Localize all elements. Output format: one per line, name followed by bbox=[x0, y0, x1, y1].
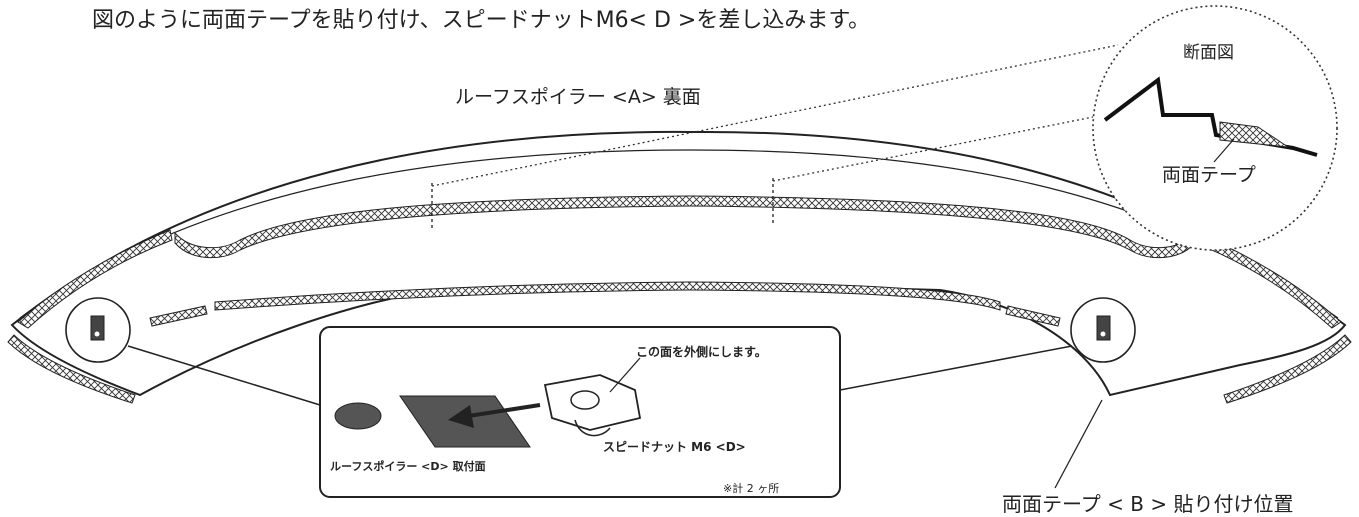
left-wing-tape bbox=[17, 229, 173, 329]
insert-arrow-line bbox=[461, 403, 541, 419]
left-mount-hole bbox=[94, 331, 100, 337]
outside-note: この面を外側にします。 bbox=[636, 345, 767, 359]
mount-surface-label: ルーフスポイラー <D> 取付面 bbox=[330, 460, 486, 473]
left-mount-nut bbox=[90, 315, 105, 341]
spoiler-outline bbox=[10, 130, 1347, 397]
section-leader-upper bbox=[431, 44, 1119, 187]
right-lower-tape bbox=[1223, 334, 1352, 404]
lower-right-tape-segment bbox=[1005, 305, 1061, 327]
section-tape-leader bbox=[1213, 138, 1235, 163]
tape-position-label: 両面テープ < B > 貼り付け位置 bbox=[1002, 492, 1294, 516]
detail-leader-right bbox=[839, 345, 1073, 391]
speed-nut-label: スピードナット M6 <D> bbox=[603, 440, 746, 454]
spoiler-label: ルーフスポイラー <A> 裏面 bbox=[455, 86, 701, 108]
outside-note-leader bbox=[609, 357, 641, 393]
insert-arrowhead bbox=[448, 405, 474, 428]
section-tape bbox=[1219, 121, 1289, 148]
speed-nut-hole bbox=[570, 390, 600, 410]
instruction-text: 図のように両面テープを貼り付け、スピードナットM6< D >を差し込みます。 bbox=[92, 8, 871, 33]
detail-leader-left bbox=[127, 345, 321, 406]
speed-nut-clip bbox=[574, 419, 611, 437]
tape-position-leader bbox=[1054, 399, 1103, 489]
count-note: ※計 2 ヶ所 bbox=[723, 482, 780, 495]
right-mount-hole bbox=[1100, 331, 1106, 337]
left-lower-tape bbox=[7, 334, 136, 404]
section-profile bbox=[1103, 76, 1318, 157]
section-tape-label: 両面テープ bbox=[1162, 164, 1256, 186]
right-mount-nut bbox=[1096, 315, 1111, 341]
section-leader-lower bbox=[772, 116, 1094, 182]
mount-hole-oval bbox=[334, 402, 382, 430]
section-view-title: 断面図 bbox=[1183, 43, 1234, 63]
lower-left-tape-segment bbox=[149, 305, 208, 327]
lower-tape-strip bbox=[214, 281, 1001, 311]
